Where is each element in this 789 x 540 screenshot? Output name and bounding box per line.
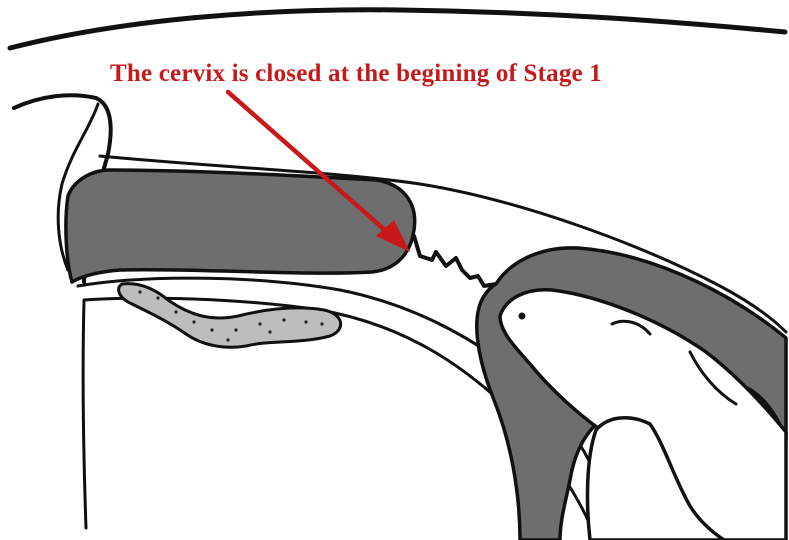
annotation-caption: The cervix is closed at the begining of … bbox=[110, 60, 750, 88]
vaginal-canal bbox=[66, 170, 415, 282]
cervix-zigzag bbox=[414, 236, 496, 286]
calf-nostril bbox=[519, 313, 526, 320]
rectal-chamber bbox=[119, 284, 341, 348]
back-contour bbox=[10, 10, 785, 48]
